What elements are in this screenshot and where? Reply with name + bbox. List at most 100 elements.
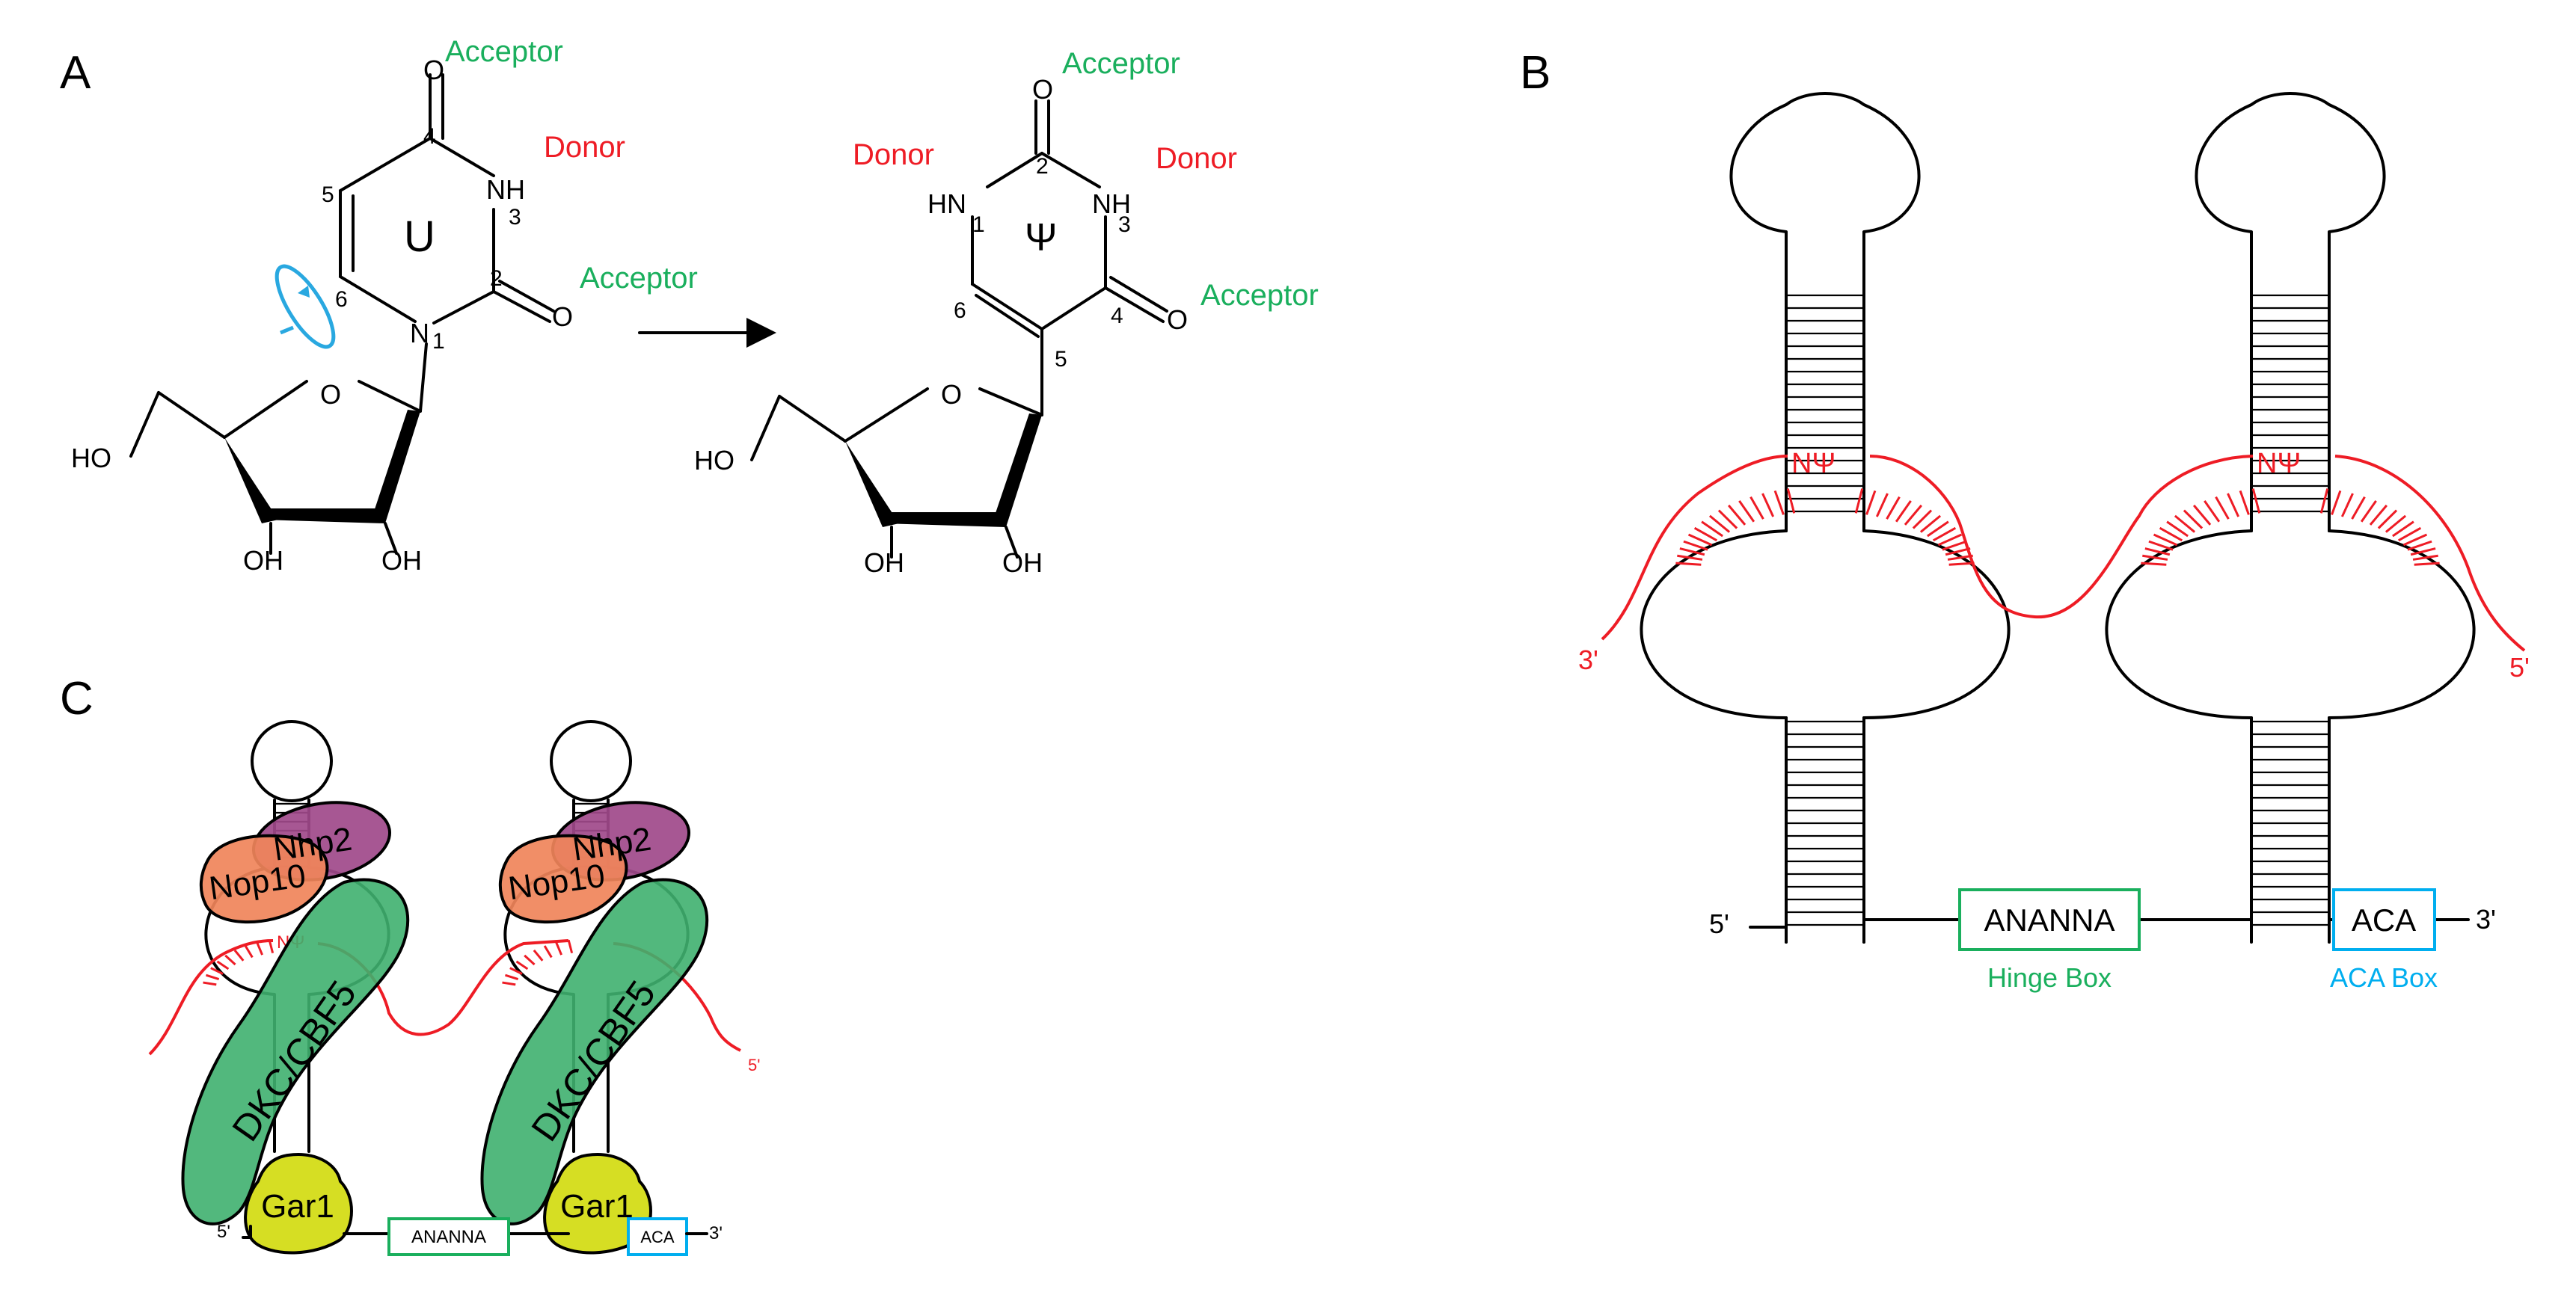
uridine-o4: O: [423, 55, 444, 85]
pairing-tick: [256, 941, 263, 956]
rna-5-prime-tail: [1749, 926, 1788, 944]
pseudouridine-oh-3: OH: [1002, 547, 1043, 578]
hairpin-right: [2105, 92, 2476, 944]
pseudouridine-pos-2: 2: [1036, 154, 1049, 179]
pairing-tick: [2360, 500, 2377, 523]
aca-box: [2332, 888, 2436, 951]
pairing-tick: [2414, 562, 2440, 566]
uridine-pos-1: 1: [432, 329, 445, 354]
uridine-pos-5: 5: [322, 182, 334, 207]
uridine-structure: [129, 73, 555, 555]
aca-box-label: ACA Box: [2330, 962, 2438, 993]
pairing-tick: [205, 973, 220, 980]
pairing-tick: [2340, 493, 2354, 517]
pairing-tick: [2192, 504, 2212, 526]
guide-3-prime-end: 3': [1578, 645, 1598, 675]
pairing-tick: [2183, 509, 2204, 529]
pairing-tick: [2141, 562, 2167, 566]
pairing-tick: [2392, 520, 2414, 538]
pairing-tick: [2239, 490, 2250, 515]
hairpin-left: [1640, 92, 2011, 944]
guide-pairing-ticks: [1675, 488, 2440, 566]
pairing-tick: [1693, 526, 1717, 542]
rnp-guide-pairing-ticks: [203, 939, 574, 986]
rnp-3-prime-label: 3': [709, 1223, 723, 1243]
uridine-pos-3: 3: [509, 205, 521, 230]
pseudouridine-o2: O: [1032, 74, 1053, 105]
pairing-tick: [1708, 514, 1731, 533]
uridine-pos-4: 4: [423, 124, 436, 149]
pairing-tick: [504, 973, 519, 980]
pairing-tick: [1727, 504, 1747, 526]
guide-rna-left-arm: [1601, 455, 1788, 641]
rnp-hinge-sequence: ANANNA: [411, 1227, 486, 1247]
pairing-tick: [502, 981, 516, 986]
pseudouridine-oh-2: OH: [864, 547, 904, 578]
panel-label-c: C: [60, 673, 93, 725]
pairing-tick: [1679, 547, 1705, 556]
pairing-tick: [244, 945, 254, 959]
rnp-5-prime-tail: [242, 1225, 252, 1239]
uridine-donor-n3: Donor: [544, 131, 625, 164]
pairing-tick: [1904, 504, 1923, 526]
uridine-acceptor-o4: Acceptor: [445, 35, 563, 68]
pairing-tick: [1948, 562, 1975, 566]
pairing-tick: [1942, 540, 1967, 551]
pseudouridine-donor-n1: Donor: [853, 138, 934, 171]
pseudouridine-ring-o: O: [941, 379, 962, 410]
pairing-tick: [1919, 514, 1942, 533]
rnp-aca-box: [627, 1217, 688, 1256]
pairing-tick: [2215, 496, 2230, 520]
pairing-tick: [1701, 520, 1723, 538]
pairing-tick: [2410, 547, 2436, 556]
hinge-box-sequence: ANANNA: [1984, 902, 2115, 938]
dkc-cbf5-protein: [480, 878, 709, 1225]
uridine-o2: O: [552, 301, 573, 332]
pseudouridine-o4: O: [1167, 304, 1188, 335]
guide-5-prime-end: 5': [2509, 652, 2530, 683]
rnp-guide-5-prime-label: 5': [748, 1056, 760, 1074]
pairing-tick: [2227, 493, 2240, 517]
rnp-5-prime-label: 5': [217, 1222, 230, 1242]
rnp-aca-sequence: ACA: [640, 1228, 675, 1246]
pairing-tick: [2148, 540, 2174, 551]
pseudouridine-nh: NH: [1092, 188, 1131, 219]
pseudouridine-donor-n3: Donor: [1156, 142, 1237, 175]
pairing-tick: [1927, 520, 1949, 538]
pairing-tick: [1895, 500, 1912, 523]
pairing-tick: [2144, 547, 2171, 556]
pairing-tick: [2159, 526, 2183, 542]
pairing-tick: [2331, 490, 2342, 515]
pairing-tick: [2407, 540, 2432, 551]
pairing-tick: [2369, 504, 2388, 526]
pairing-tick: [524, 954, 536, 966]
pseudouridine-pos-1: 1: [972, 212, 985, 237]
uridine-acceptor-o2: Acceptor: [580, 262, 698, 295]
pseudouridine-acceptor-o2: Acceptor: [1062, 47, 1180, 80]
pseudouridylation-site-right: NΨ: [2257, 448, 2301, 479]
pairing-tick: [2377, 509, 2398, 529]
pseudouridine-base-symbol: Ψ: [1025, 216, 1057, 259]
pairing-tick: [2174, 514, 2196, 533]
pairing-tick: [1761, 493, 1775, 517]
pseudouridine-pos-5: 5: [1055, 347, 1067, 372]
pairing-tick: [210, 967, 224, 975]
pairing-tick: [268, 939, 275, 954]
uridine-oh-3: OH: [381, 545, 422, 576]
pairing-tick: [2204, 500, 2221, 523]
pairing-tick: [203, 981, 217, 986]
pseudouridine-structure: [750, 99, 1168, 559]
rna-3-prime-label: 3': [2476, 904, 2496, 935]
pairing-tick: [515, 960, 529, 971]
pairing-tick: [1677, 554, 1703, 561]
uridine-ho: HO: [71, 443, 111, 473]
pairing-tick: [2412, 554, 2438, 561]
pairing-tick: [1687, 533, 1713, 547]
pairing-tick: [233, 949, 245, 962]
pairing-tick: [533, 949, 544, 962]
pseudouridine-ho: HO: [694, 445, 735, 476]
pairing-tick: [1875, 493, 1889, 517]
pairing-tick: [2351, 496, 2366, 520]
guide-rna-linker: [1869, 455, 2254, 619]
